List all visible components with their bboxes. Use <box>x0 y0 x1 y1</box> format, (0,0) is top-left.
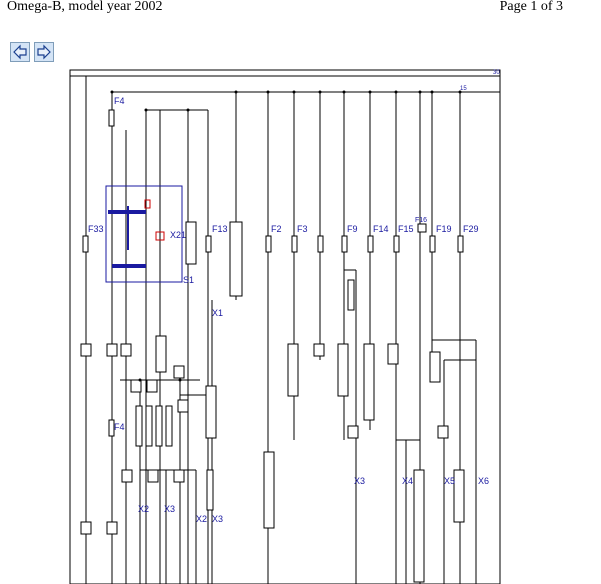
components <box>135 279 355 511</box>
connector-label: X5 <box>444 476 455 486</box>
page-title: Omega-B, model year 2002 <box>7 0 163 14</box>
connector-label: X4 <box>402 476 413 486</box>
back-button[interactable] <box>10 42 30 62</box>
rail-label: 30 <box>493 70 500 76</box>
fuse-label: F16 <box>415 217 427 224</box>
fuse-label: F4 <box>114 422 125 432</box>
connector-label: X3 <box>354 476 365 486</box>
connector-labels: X1 X2 X3 X2 X3 X3 X4 X5 X6 <box>138 308 489 524</box>
connector-label: X1 <box>212 308 223 318</box>
circuit-cross-lines <box>120 109 476 471</box>
switch-label: S1 <box>183 275 194 285</box>
connector-label: X2 <box>138 504 149 514</box>
diagram-frame <box>69 69 501 584</box>
fuse-label: F14 <box>373 224 389 234</box>
forward-button[interactable] <box>34 42 54 62</box>
rail-label: 15 <box>460 86 467 92</box>
fuse-label: F9 <box>347 224 358 234</box>
connector-label: X3 <box>212 514 223 524</box>
fuse-bodies <box>82 109 464 437</box>
fuse-label: F33 <box>88 224 104 234</box>
fuse-label: F4 <box>114 96 125 106</box>
fuse-label: F13 <box>212 224 228 234</box>
fuse-label: F19 <box>436 224 452 234</box>
connector-label: X2 <box>196 514 207 524</box>
connector-label: X3 <box>164 504 175 514</box>
arrow-right-icon <box>37 44 51 60</box>
fuse-label: F29 <box>463 224 479 234</box>
ignition-switch: S1 X21 <box>105 185 194 285</box>
arrow-left-icon <box>13 44 27 60</box>
relay-label: X21 <box>170 230 186 240</box>
terminal-blocks <box>80 221 465 583</box>
fuse-label: F2 <box>271 224 282 234</box>
page-indicator: Page 1 of 3 <box>499 0 563 14</box>
junction-dots <box>110 90 462 382</box>
fuse-label: F15 <box>398 224 414 234</box>
fuse-labels: F4 F33 F13 F2 F3 F9 F14 F15 F16 F19 F29 … <box>88 70 500 432</box>
connector-label: X6 <box>478 476 489 486</box>
fuse-label: F3 <box>297 224 308 234</box>
